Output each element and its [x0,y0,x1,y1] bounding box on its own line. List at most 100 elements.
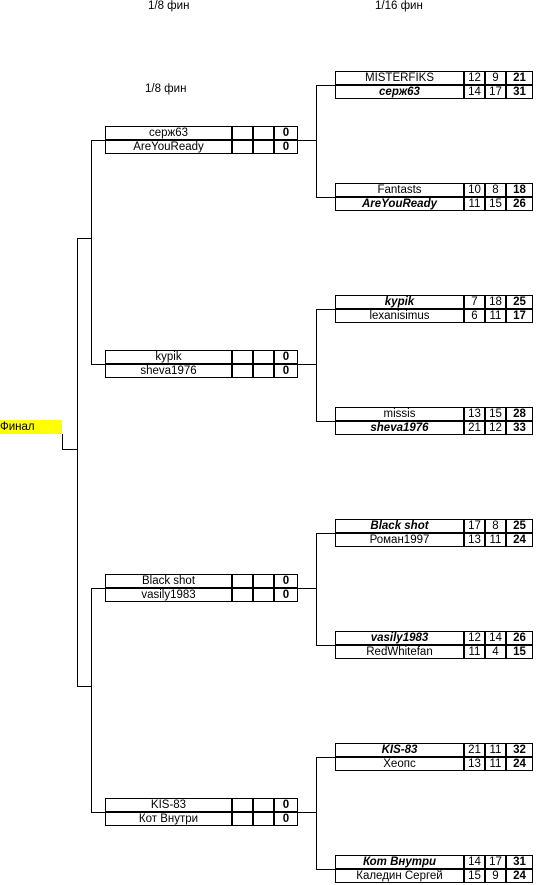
sixteenth-score-game1: 12 [464,71,485,85]
bracket-connector-horizontal [91,140,106,141]
bracket-connector-vertical [62,434,63,450]
eighth-total-score: 0 [274,574,298,588]
eighth-total-score: 0 [274,812,298,826]
bracket-connector-vertical [91,140,92,365]
sixteenth-score-game1: 13 [464,533,485,547]
sixteenth-score-game1: 13 [464,757,485,771]
sixteenth-total-score: 33 [506,421,533,435]
bracket-connector-horizontal [316,533,336,534]
header-round-eighth-mid: 1/8 фин [145,83,187,95]
bracket-connector-horizontal [316,645,336,646]
eighth-player-name: AreYouReady [105,140,232,154]
sixteenth-total-score: 24 [506,757,533,771]
eighth-score-cell [253,588,274,602]
bracket-connector-horizontal [62,449,78,450]
sixteenth-player-name: lexanisimus [335,309,464,323]
eighth-player-name: sheva1976 [105,364,232,378]
sixteenth-score-game2: 14 [485,631,506,645]
header-round-eighth-top: 1/8 фин [148,0,190,12]
eighth-score-cell [253,798,274,812]
eighth-score-cell [232,126,253,140]
sixteenth-total-score: 26 [506,197,533,211]
sixteenth-total-score: 26 [506,631,533,645]
sixteenth-score-game2: 15 [485,407,506,421]
eighth-player-name: vasily1983 [105,588,232,602]
sixteenth-score-game2: 4 [485,645,506,659]
bracket-connector-horizontal [316,869,336,870]
bracket-connector-horizontal [77,686,92,687]
sixteenth-total-score: 31 [506,855,533,869]
sixteenth-total-score: 24 [506,869,533,883]
eighth-score-cell [253,350,274,364]
sixteenth-total-score: 25 [506,519,533,533]
sixteenth-player-name: Fantasts [335,183,464,197]
sixteenth-score-game1: 17 [464,519,485,533]
eighth-player-name: kypik [105,350,232,364]
sixteenth-score-game2: 11 [485,533,506,547]
eighth-score-cell [253,812,274,826]
sixteenth-score-game1: 10 [464,183,485,197]
sixteenth-score-game2: 11 [485,757,506,771]
bracket-connector-horizontal [91,812,106,813]
sixteenth-score-game1: 11 [464,645,485,659]
sixteenth-score-game1: 11 [464,197,485,211]
eighth-total-score: 0 [274,350,298,364]
bracket-connector-horizontal [91,364,106,365]
sixteenth-score-game1: 6 [464,309,485,323]
sixteenth-score-game1: 21 [464,421,485,435]
sixteenth-total-score: 25 [506,295,533,309]
bracket-connector-horizontal [91,588,106,589]
sixteenth-total-score: 17 [506,309,533,323]
eighth-total-score: 0 [274,588,298,602]
eighth-score-cell [232,588,253,602]
sixteenth-player-name: AreYouReady [335,197,464,211]
sixteenth-player-name: sheva1976 [335,421,464,435]
bracket-connector-horizontal [316,421,336,422]
sixteenth-player-name: kypik [335,295,464,309]
bracket-connector-vertical [316,533,317,646]
eighth-score-cell [232,140,253,154]
sixteenth-score-game2: 12 [485,421,506,435]
eighth-player-name: KIS-83 [105,798,232,812]
sixteenth-player-name: RedWhitefan [335,645,464,659]
sixteenth-total-score: 21 [506,71,533,85]
bracket-connector-horizontal [316,757,336,758]
eighth-total-score: 0 [274,126,298,140]
sixteenth-score-game2: 15 [485,197,506,211]
bracket-connector-vertical [316,85,317,198]
sixteenth-score-game2: 8 [485,519,506,533]
bracket-connector-horizontal [77,238,92,239]
sixteenth-total-score: 32 [506,743,533,757]
sixteenth-player-name: missis [335,407,464,421]
sixteenth-score-game2: 11 [485,309,506,323]
sixteenth-score-game1: 13 [464,407,485,421]
bracket-connector-vertical [77,238,78,687]
bracket-connector-horizontal [298,588,317,589]
sixteenth-total-score: 24 [506,533,533,547]
eighth-score-cell [232,364,253,378]
sixteenth-score-game2: 9 [485,71,506,85]
sixteenth-score-game2: 9 [485,869,506,883]
sixteenth-player-name: Каледин Сергей [335,869,464,883]
bracket-connector-horizontal [316,197,336,198]
sixteenth-score-game1: 7 [464,295,485,309]
sixteenth-score-game2: 8 [485,183,506,197]
bracket-connector-vertical [91,588,92,813]
eighth-player-name: Black shot [105,574,232,588]
sixteenth-score-game1: 21 [464,743,485,757]
sixteenth-player-name: Хеопс [335,757,464,771]
eighth-player-name: серж63 [105,126,232,140]
sixteenth-total-score: 28 [506,407,533,421]
eighth-score-cell [253,364,274,378]
bracket-connector-horizontal [316,309,336,310]
eighth-player-name: Кот Внутри [105,812,232,826]
sixteenth-player-name: MISTERFIKS [335,71,464,85]
sixteenth-score-game2: 17 [485,85,506,99]
sixteenth-player-name: KIS-83 [335,743,464,757]
sixteenth-score-game2: 11 [485,743,506,757]
eighth-score-cell [232,574,253,588]
eighth-score-cell [232,350,253,364]
eighth-score-cell [232,812,253,826]
bracket-connector-horizontal [298,812,317,813]
bracket-connector-vertical [316,757,317,870]
